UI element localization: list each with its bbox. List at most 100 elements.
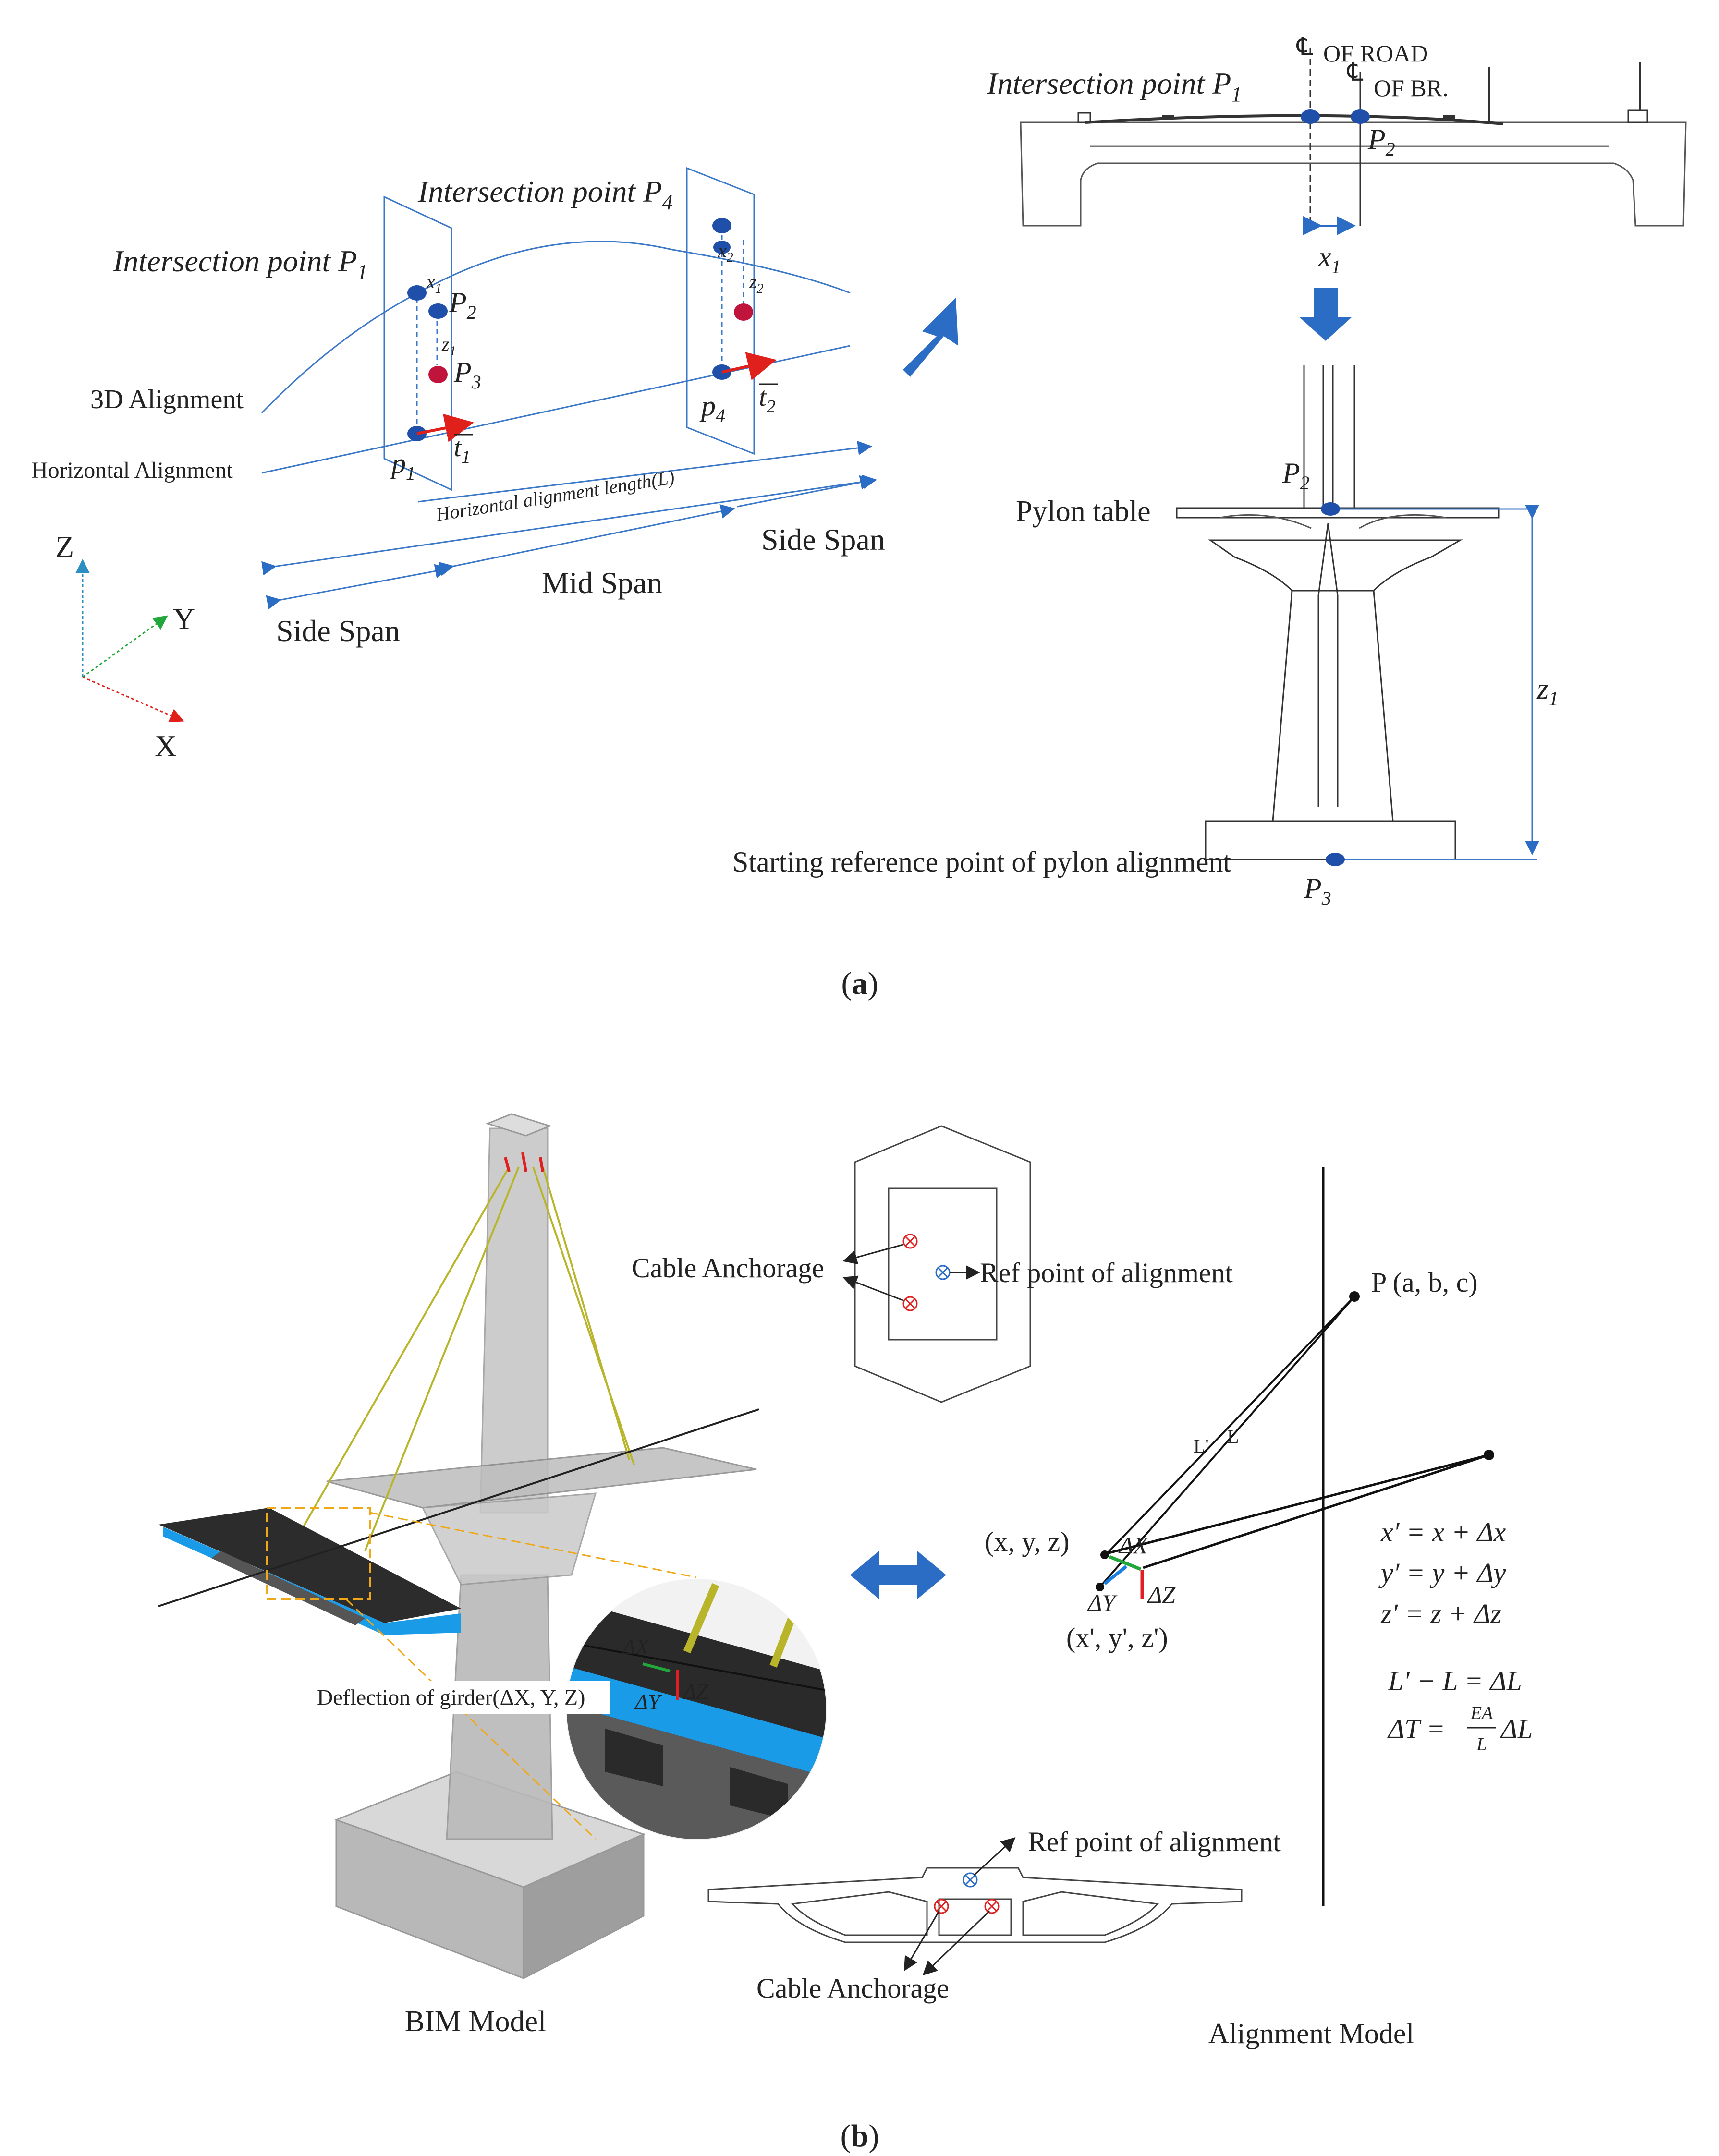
axis-x-line <box>82 676 184 723</box>
anchor-arrow-top <box>842 1244 903 1265</box>
label-x2: x2 <box>718 240 733 265</box>
zoom-label-delta-z: ΔZ <box>682 1679 708 1704</box>
symbol-cl-br: ℄ <box>1346 59 1364 86</box>
deflection-label-box <box>312 1681 610 1714</box>
bim-pylon-upper <box>479 1127 549 1514</box>
label-t2: t2 <box>759 382 776 417</box>
point-p3-pylon <box>1326 853 1345 866</box>
anchor-arrow-bottom-right <box>922 1910 990 1976</box>
pylon-table-slab <box>1176 507 1500 519</box>
point-p2 <box>428 303 448 319</box>
girder-section-cell-2 <box>938 1898 1012 1936</box>
girder-section-cell-1 <box>791 1891 928 1936</box>
ref-arrow-bottom <box>973 1837 1016 1876</box>
equation-y: y′ = y + Δy <box>1378 1557 1506 1588</box>
girder-section-cell-3 <box>1022 1891 1159 1936</box>
point-z2-red <box>734 303 753 321</box>
point-p4-upper <box>712 218 731 233</box>
label-p2: P2 <box>449 287 476 323</box>
label-point-xyz: (x, y, z) <box>985 1526 1070 1557</box>
bim-zoom-content <box>567 1583 826 1839</box>
label-axis-z: Z <box>55 530 74 564</box>
point-xyz <box>1100 1550 1109 1559</box>
zoom-label-delta-x: ΔX <box>622 1635 650 1659</box>
deck-pad-1 <box>1162 115 1174 119</box>
zoom-delta-x-bar <box>642 1662 671 1672</box>
anchor-red-bottom-icon <box>902 1296 918 1311</box>
point-back-anchor <box>1484 1450 1494 1460</box>
label-axis-y: Y <box>173 602 195 636</box>
bim-girder-webs <box>211 1551 365 1625</box>
label-starting-point: Starting reference point of pylon alignm… <box>732 846 1231 878</box>
anchor-red-left-icon <box>934 1899 949 1914</box>
deck-barrier-right <box>1627 109 1648 123</box>
label-bim-model: BIM Model <box>405 2005 547 2038</box>
panel-a-right: ℄ OF ROAD ℄ OF BR. Intersection point P1… <box>732 34 1687 909</box>
anchor-arrow-bottom-left <box>903 1911 940 1972</box>
bim-zoom-leader-1 <box>369 1512 697 1578</box>
label-alignment-model: Alignment Model <box>1208 2018 1414 2049</box>
panel-b-alignment: P (a, b, c) L' L (x, y, z) (x', y', z') … <box>985 1167 1533 2049</box>
delta-y-bar <box>1103 1565 1128 1585</box>
point-p2-deck <box>1351 109 1370 124</box>
label-cable-anchorage-bottom: Cable Anchorage <box>756 1973 949 2004</box>
bim-anchor-red-1 <box>504 1157 511 1172</box>
cable-line-L <box>1106 1296 1355 1554</box>
pylon-section-inner <box>888 1187 998 1341</box>
cable-line-back-2 <box>1143 1453 1489 1569</box>
label-side-span-left: Side Span <box>276 614 400 648</box>
bim-cable-3 <box>532 1166 635 1465</box>
label-p2-pylon: P2 <box>1282 457 1310 494</box>
point-p2-pylon <box>1321 502 1340 516</box>
bim-pylon-cap <box>421 1492 597 1586</box>
label-p3: P3 <box>453 356 481 393</box>
point-p1-deck <box>1301 109 1320 124</box>
label-x1: x1 <box>426 271 442 296</box>
label-delta-x: ΔX <box>1118 1532 1149 1559</box>
label-ref-point-bottom: Ref point of alignment <box>1028 1826 1281 1857</box>
label-point-xyz-prime: (x', y', z') <box>1066 1622 1168 1653</box>
tangent-t1-arrow <box>416 413 474 442</box>
anchor-arrow-bottom <box>842 1275 903 1301</box>
label-ref-point-top: Ref point of alignment <box>980 1257 1233 1288</box>
bim-girder-body <box>163 1527 461 1635</box>
label-z2: z2 <box>749 271 764 296</box>
bim-foundation-right <box>523 1833 645 1980</box>
label-3d-alignment: 3D Alignment <box>90 385 244 414</box>
label-p2-deck: P2 <box>1367 123 1395 160</box>
label-pylon-table: Pylon table <box>1016 495 1151 528</box>
point-p3 <box>428 366 448 383</box>
label-p3-pylon: P3 <box>1304 872 1331 909</box>
section-plane-1 <box>383 195 452 491</box>
anchor-red-top-icon <box>902 1234 918 1249</box>
pylon-table-detail <box>1219 514 1446 529</box>
label-point-p: P (a, b, c) <box>1371 1267 1478 1298</box>
equation-x: x′ = x + Δx <box>1380 1516 1506 1548</box>
cable-line-L-prime <box>1099 1296 1355 1588</box>
bim-anchor-red-2 <box>521 1152 527 1172</box>
label-x1-deck: x1 <box>1318 241 1341 278</box>
label-cl-br: OF BR. <box>1374 74 1449 101</box>
side-span-left-arrow <box>266 564 450 610</box>
label-delta-y: ΔY <box>1087 1589 1118 1616</box>
deck-barrier-left <box>1077 112 1091 123</box>
label-p1-lower: p1 <box>390 448 415 484</box>
alignment-3d-curve <box>261 241 851 414</box>
cable-line-back-1 <box>1107 1453 1489 1555</box>
pylon-cap <box>1208 539 1463 592</box>
zoom-label-delta-y: ΔY <box>634 1690 662 1714</box>
caption-b: (b) <box>841 2119 879 2154</box>
equation-z: z′ = z + Δz <box>1380 1598 1501 1629</box>
section-plane-4 <box>686 167 755 455</box>
panel-b-bim: ΔX ΔZ ΔY Deflection of girder(ΔX, Y, Z) … <box>158 1113 827 2038</box>
equation-T-right: ΔL <box>1500 1713 1533 1744</box>
double-arrow-icon <box>850 1551 946 1599</box>
label-horizontal-alignment: Horizontal Alignment <box>31 458 233 483</box>
bim-cable-1 <box>297 1166 510 1537</box>
bim-pylon-top <box>485 1113 552 1137</box>
label-axis-x: X <box>155 729 177 763</box>
symbol-cl-road: ℄ <box>1296 34 1313 61</box>
equation-L: L′ − L = ΔL <box>1388 1665 1522 1696</box>
caption-a: (a) <box>841 966 878 1001</box>
